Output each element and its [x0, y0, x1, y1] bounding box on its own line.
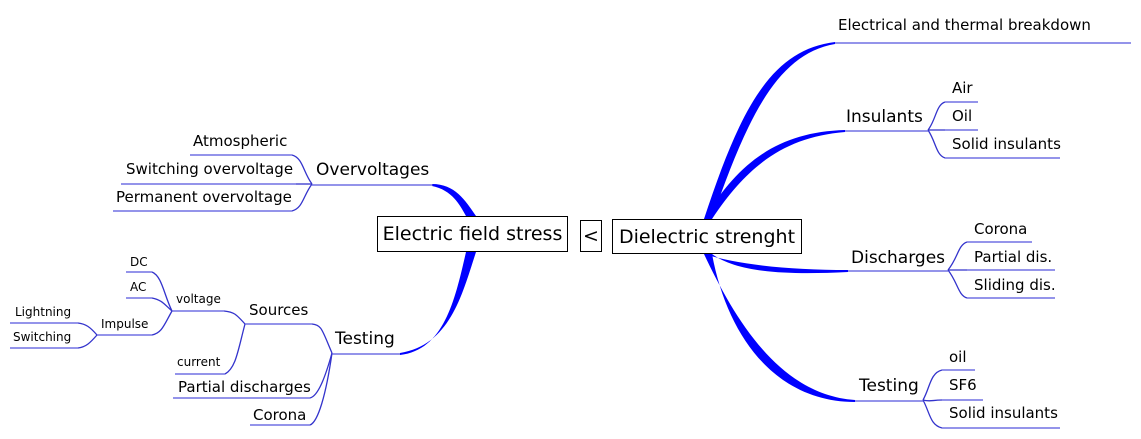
underlines	[10, 42, 1131, 429]
connector-voltage	[223, 310, 246, 325]
connector-current	[224, 323, 246, 375]
connector-solid-1	[927, 129, 946, 159]
voltage-label: voltage	[176, 292, 221, 306]
connectors	[77, 101, 968, 429]
overvoltages-label: Overvoltages	[316, 160, 430, 180]
partial-discharges-label: Partial discharges	[178, 378, 311, 396]
impulse-label: Impulse	[101, 317, 149, 331]
dc-label: DC	[130, 255, 148, 269]
left-topic-box: Electric field stress	[377, 216, 568, 252]
branch-testing-right	[704, 254, 855, 402]
testing-sf6: SF6	[949, 376, 977, 394]
connector-sf6	[922, 399, 943, 402]
connector-dc	[151, 271, 173, 312]
discharge-partial: Partial dis.	[974, 248, 1053, 266]
right-main-branches	[704, 42, 855, 402]
breakdown-label: Electrical and thermal breakdown	[838, 16, 1091, 34]
connector-corona-r	[947, 241, 968, 271]
impulse-switching: Switching	[13, 330, 72, 344]
connector-air	[927, 101, 946, 131]
insulants-label: Insulants	[846, 107, 923, 127]
impulse-lightning: Lightning	[15, 305, 72, 319]
insulant-solid: Solid insulants	[952, 135, 1061, 153]
corona-left-label: Corona	[253, 406, 307, 424]
connector-oil-t	[922, 369, 943, 401]
connector-atmospheric	[291, 154, 313, 185]
relation-box: <	[580, 220, 602, 252]
connector-permanent	[291, 183, 313, 212]
testing-oil: oil	[949, 348, 967, 366]
connector-partial-discharges	[309, 352, 333, 399]
testing-left-label: Testing	[335, 329, 395, 349]
right-topic-label: Dielectric strenght	[618, 225, 796, 248]
connector-lightning	[77, 322, 98, 336]
connector-corona-l	[309, 352, 333, 426]
branch-testing-left	[400, 252, 476, 355]
connector-ac	[151, 297, 173, 312]
overvoltage-permanent: Permanent overvoltage	[116, 188, 292, 206]
insulant-oil: Oil	[952, 107, 973, 125]
sources-label: Sources	[249, 301, 309, 319]
branch-discharges	[704, 254, 848, 274]
connector-switching	[77, 334, 98, 349]
discharge-sliding: Sliding dis.	[974, 276, 1056, 294]
connector-solid-2	[922, 399, 943, 429]
overvoltage-atmospheric: Atmospheric	[193, 132, 288, 150]
testing-right-label: Testing	[859, 376, 919, 396]
discharge-corona: Corona	[974, 220, 1028, 238]
connector-sources	[311, 323, 333, 354]
branch-overvoltages	[432, 184, 476, 216]
current-label: current	[177, 355, 221, 369]
branch-insulants	[704, 130, 845, 219]
left-topic-label: Electric field stress	[382, 223, 563, 245]
connector-impulse	[151, 310, 173, 336]
overvoltage-switching: Switching overvoltage	[126, 160, 294, 178]
connector-sliding	[947, 269, 968, 299]
testing-solid: Solid insulants	[949, 404, 1058, 422]
relation-label: <	[583, 225, 599, 247]
insulant-air: Air	[952, 79, 973, 97]
ac-label: AC	[130, 280, 147, 294]
left-main-branches	[400, 184, 476, 355]
right-topic-box: Dielectric strenght	[612, 219, 802, 254]
discharges-label: Discharges	[851, 248, 946, 268]
